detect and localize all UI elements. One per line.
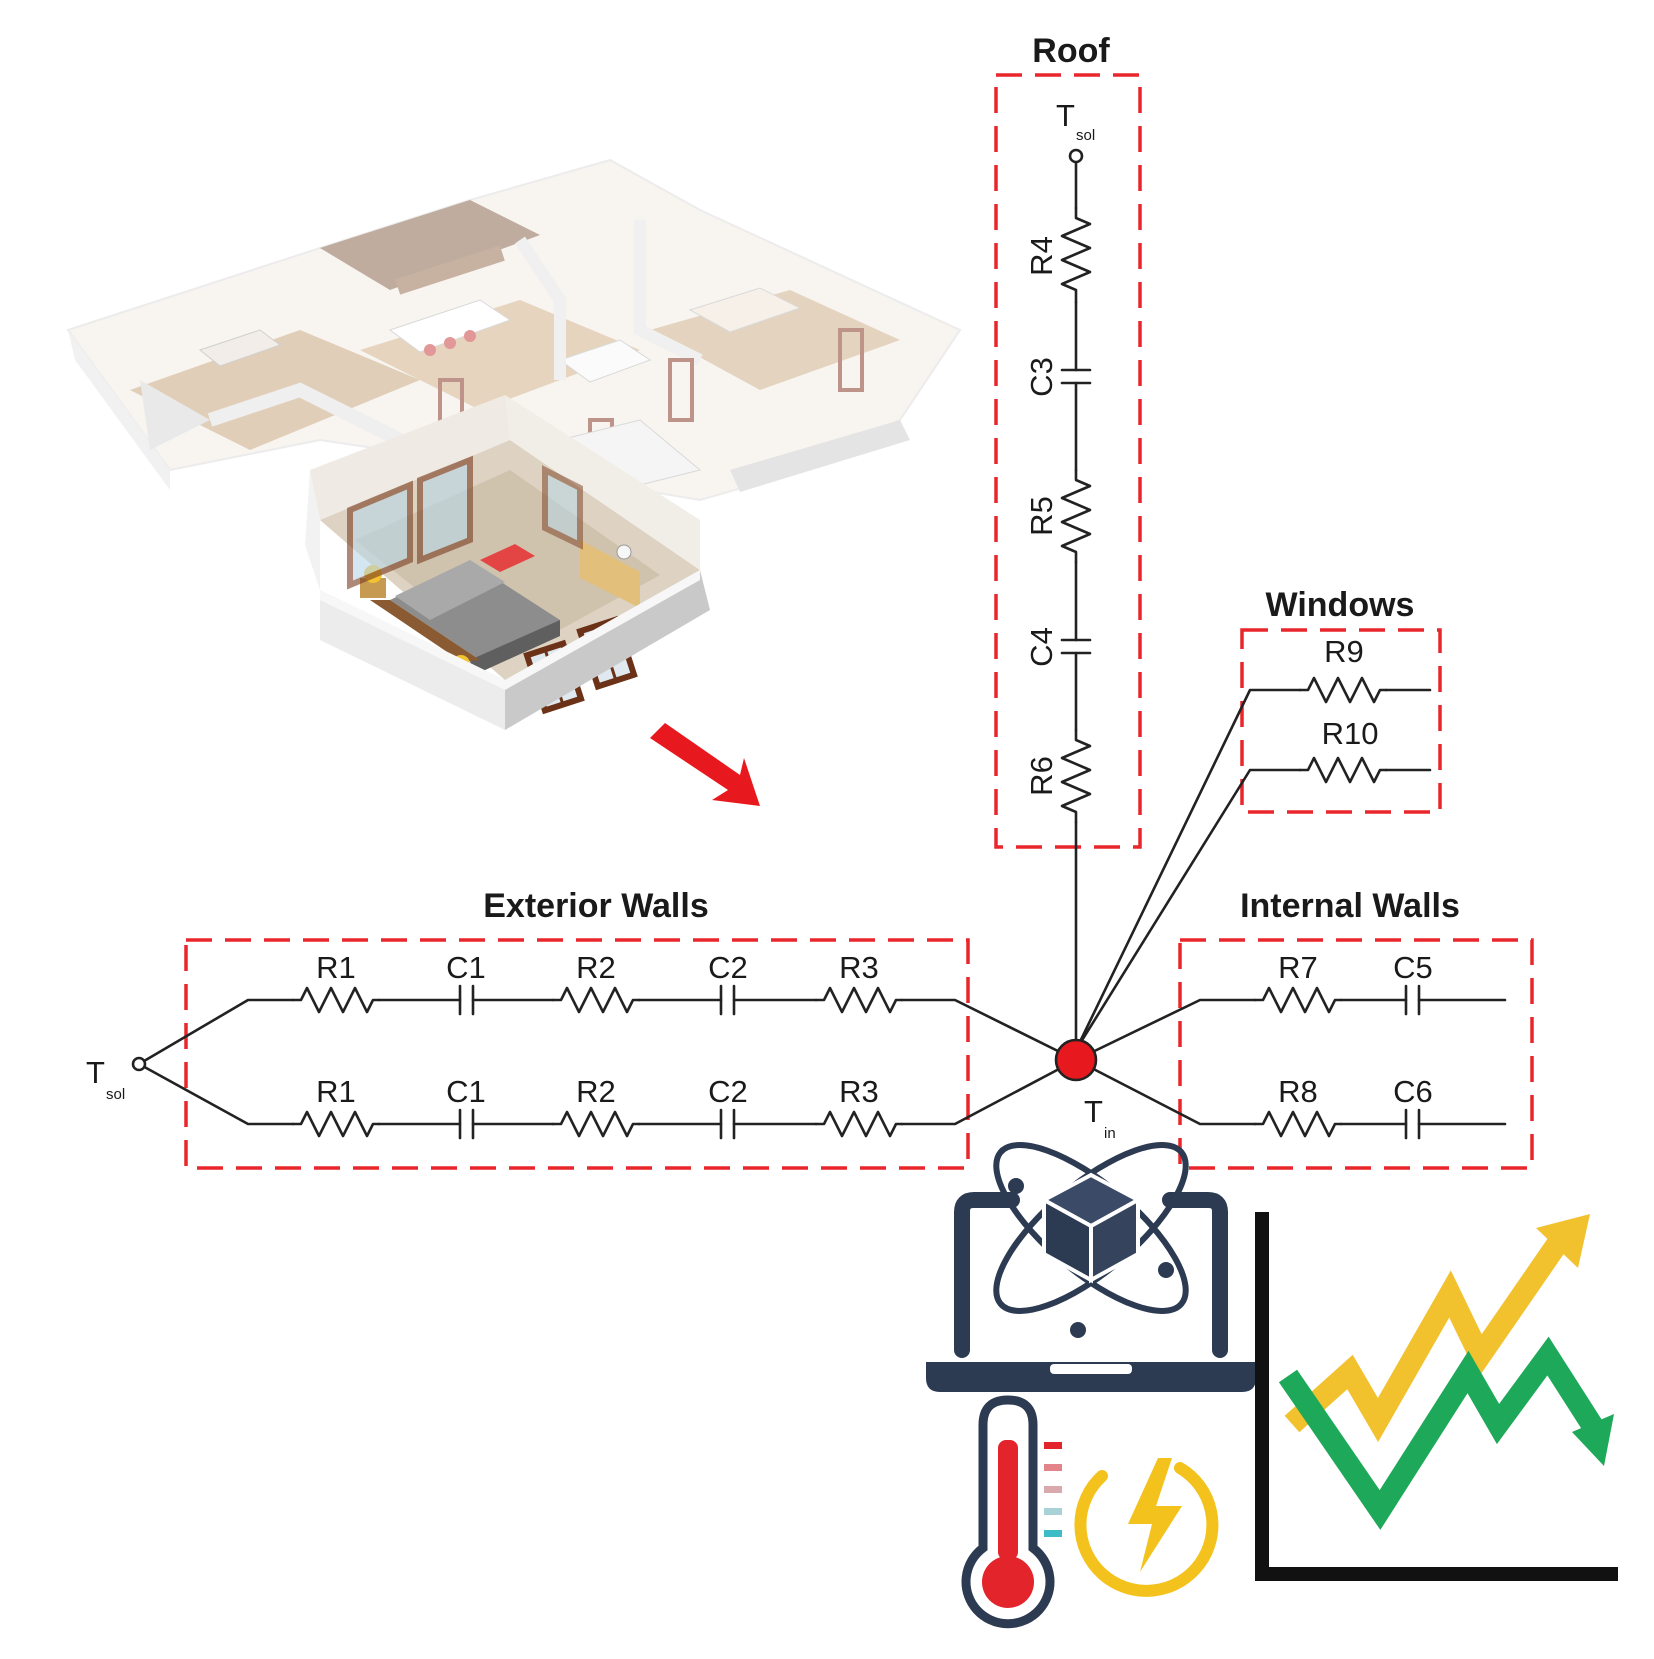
windows-title: Windows [1266,586,1415,624]
resistor-r6 [1060,728,1092,824]
label-ext-top-r1: R1 [316,950,356,985]
windows-branch [1074,676,1432,1052]
int-bottom-r8 [1253,1110,1343,1138]
floorplan-illustration [66,158,962,730]
tin-subscript: in [1104,1125,1116,1142]
roof-boundary [994,73,1142,849]
label-r9: R9 [1324,634,1364,669]
label-r4: R4 [1024,236,1059,276]
roof-branch [1060,148,1092,1052]
label-int-r8: R8 [1278,1074,1318,1109]
label-c3: C3 [1024,357,1059,397]
ext-top-r1 [291,986,381,1014]
label-ext-bottom-c2: C2 [708,1074,748,1109]
label-int-c6: C6 [1393,1074,1433,1109]
left-tsol-label: T [86,1055,105,1090]
label-r10: R10 [1322,716,1379,751]
thermometer-icon [961,1395,1062,1629]
resistor-r10 [1298,756,1388,784]
left-tsol-subscript: sol [106,1086,125,1103]
ext-bottom-r3 [814,1110,904,1138]
label-ext-top-c2: C2 [708,950,748,985]
roof-tsol-subscript: sol [1076,127,1095,144]
label-int-c5: C5 [1393,950,1433,985]
resistor-r5 [1060,468,1092,564]
capacitor-c3 [1060,368,1092,385]
roof-title: Roof [1032,32,1110,70]
label-c4: C4 [1024,627,1059,667]
label-ext-bottom-r3: R3 [839,1074,879,1109]
line-chart-trends-icon [1255,1212,1618,1581]
tin-label: T [1084,1094,1103,1129]
ext-top-c2 [719,984,736,1016]
int-top-r7 [1253,986,1343,1014]
internal-walls-boundary [1178,938,1534,1170]
label-int-r7: R7 [1278,950,1318,985]
resistor-r9 [1298,676,1388,704]
int-bottom-c6 [1404,1108,1421,1140]
lightning-energy-icon [1074,1458,1219,1597]
internal-walls-title: Internal Walls [1240,887,1460,925]
ext-bottom-r1 [291,1110,381,1138]
exterior-walls-branches [131,984,1078,1140]
tin-node [1054,1038,1098,1082]
ext-bottom-r2 [551,1110,641,1138]
windows-boundary [1240,628,1442,814]
capacitor-c4 [1060,638,1092,655]
label-r5: R5 [1024,496,1059,536]
red-arrow-icon [650,723,760,806]
label-ext-top-c1: C1 [446,950,486,985]
exterior-walls-boundary [184,938,970,1170]
int-top-c5 [1404,984,1421,1016]
label-ext-bottom-r2: R2 [576,1074,616,1109]
exterior-walls-title: Exterior Walls [483,887,708,925]
label-ext-bottom-r1: R1 [316,1074,356,1109]
ext-top-c1 [458,984,475,1016]
ext-top-r2 [551,986,641,1014]
ext-bottom-c2 [719,1108,736,1140]
laptop-icon [926,1141,1256,1392]
label-ext-top-r2: R2 [576,950,616,985]
ext-top-r3 [814,986,904,1014]
roof-tsol-label: T [1056,98,1075,133]
internal-walls-branches [1074,984,1507,1140]
label-ext-top-r3: R3 [839,950,879,985]
resistor-r4 [1060,206,1092,304]
label-r6: R6 [1024,756,1059,796]
ext-bottom-c1 [458,1108,475,1140]
label-ext-bottom-c1: C1 [446,1074,486,1109]
